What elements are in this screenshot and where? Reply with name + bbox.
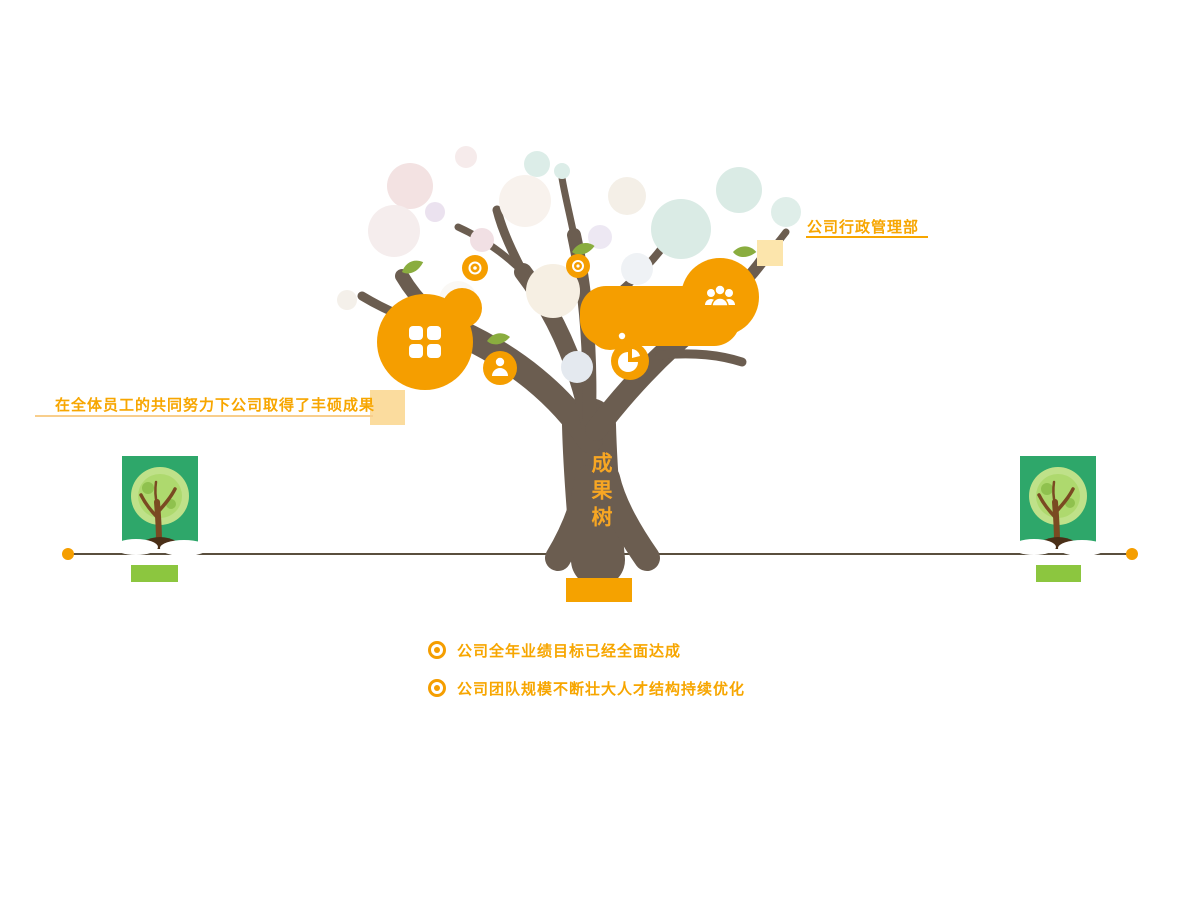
trunk-title: 成果树 [589, 452, 612, 533]
bullet-list: 公司全年业绩目标已经全面达成 公司团队规模不断壮大人才结构持续优化 [428, 640, 745, 698]
node-dot [613, 327, 631, 345]
bullet-item: 公司全年业绩目标已经全面达成 [428, 640, 745, 660]
ring-icon [572, 260, 584, 272]
callout-right-square [757, 240, 783, 266]
callout-left-square [370, 390, 405, 425]
bullet-item: 公司团队规模不断壮大人才结构持续优化 [428, 678, 745, 698]
foliage-circles [337, 146, 801, 383]
leaf-icon [733, 246, 757, 258]
planter-bar [131, 565, 178, 582]
leaf-icon [402, 260, 424, 274]
node-person [483, 351, 517, 385]
bullet-text: 公司团队规模不断壮大人才结构持续优化 [457, 680, 746, 698]
leaf-icon [572, 243, 595, 255]
node-ring-1 [462, 255, 488, 281]
bullet-ring-icon [428, 641, 446, 659]
pie-chart-icon [618, 349, 640, 372]
achievement-nodes [377, 254, 759, 390]
sapling-left [114, 456, 208, 582]
grid-icon [409, 326, 441, 358]
callout-right-text: 公司行政管理部 [807, 219, 920, 236]
title-badge [566, 578, 632, 602]
timeline-endpoint-right [1126, 548, 1138, 560]
node-grid [377, 288, 482, 390]
callout-left-underline [35, 415, 373, 417]
planter-bar [1036, 565, 1081, 582]
leaf-icon [487, 333, 510, 345]
callout-right-underline [806, 236, 928, 238]
bullet-text: 公司全年业绩目标已经全面达成 [457, 642, 682, 660]
ring-icon [468, 261, 482, 275]
node-users [681, 258, 759, 336]
node-ring-2 [566, 254, 590, 278]
bullet-ring-icon [428, 679, 446, 697]
node-pie [611, 342, 649, 380]
sapling-right [1012, 456, 1106, 582]
users-icon [705, 284, 735, 307]
person-icon [492, 357, 508, 376]
callout-left-text: 在全体员工的共同努力下公司取得了丰硕成果 [55, 397, 376, 414]
timeline-endpoint-left [62, 548, 74, 560]
